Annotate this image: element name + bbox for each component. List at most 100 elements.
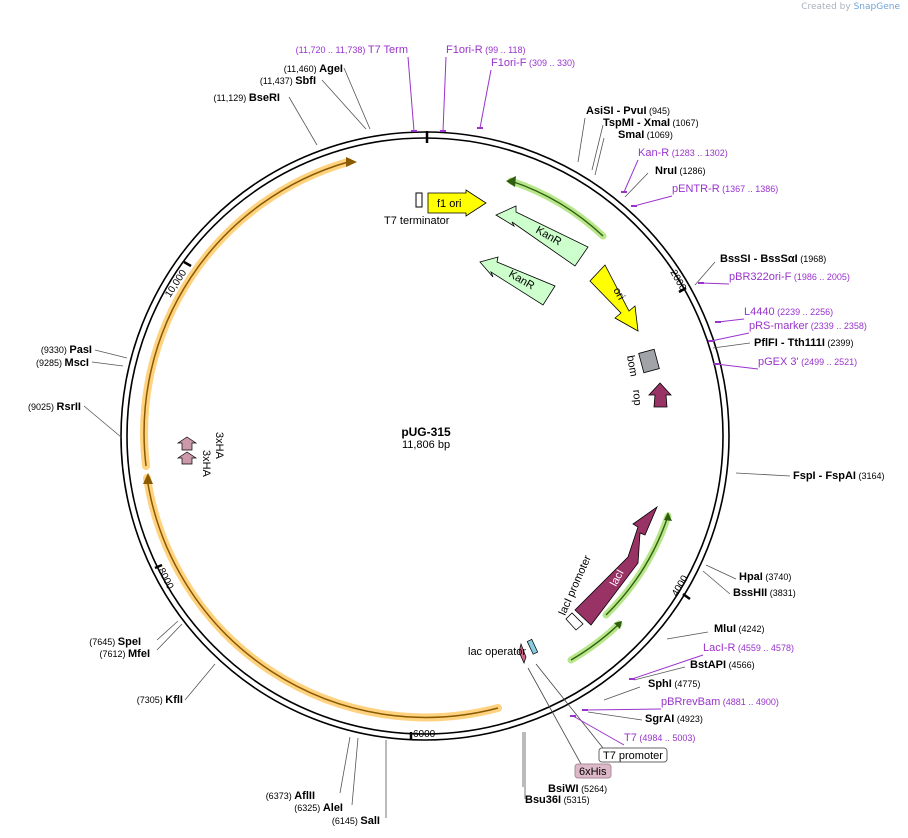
restriction-sites: AsiSI - PvuI (945)TspMI - XmaI (1067)Sma… <box>28 63 885 827</box>
site-kfli[interactable]: (7305) KflI <box>137 663 216 706</box>
site-bsu36i[interactable]: Bsu36I (5315) <box>524 732 590 806</box>
site-label: (11,437) SbfI <box>260 75 316 87</box>
snapgene-watermark: Created by SnapGene <box>801 2 900 12</box>
site-label: TspMI - XmaI (1067) <box>603 117 699 129</box>
primer-label: F1ori-F (309 .. 330) <box>491 57 575 69</box>
site-sphi[interactable]: SphI (4775) <box>603 678 700 701</box>
primer-label: pBR322ori-F (1986 .. 2005) <box>729 271 850 283</box>
feature-f1-ori[interactable]: f1 ori <box>427 189 487 217</box>
rop-label: rop <box>630 389 643 406</box>
watermark-prefix: Created by <box>801 2 851 12</box>
site-leader-line <box>594 137 605 176</box>
primer-pentr-r[interactable]: pENTR-R (1367 .. 1386) <box>631 183 778 207</box>
feature-ori[interactable]: ori <box>589 264 639 332</box>
site-aflii[interactable]: (6373) AflII <box>266 736 351 802</box>
site-sgrai[interactable]: SgrAI (4923) <box>587 711 703 725</box>
site-bsshii[interactable]: BssHII (3831) <box>702 570 796 599</box>
site-leader-line <box>705 564 737 580</box>
primer-sites: (11,720 .. 11,738) T7 Term F1ori-R (99 ..… <box>296 44 867 746</box>
site-tspmi[interactable]: TspMI - XmaI (1067) <box>591 117 699 171</box>
site-rsrii[interactable]: (9025) RsrII <box>28 401 122 438</box>
site-label: (7645) SpeI <box>89 636 141 648</box>
tick-label-8000: 8000 <box>155 566 175 591</box>
primer-prs-marker[interactable]: pRS-marker (2339 .. 2358) <box>708 320 867 342</box>
plasmid-name: pUG-315 <box>401 425 451 439</box>
primer-pbr322ori-f[interactable]: pBR322ori-F (1986 .. 2005) <box>698 271 850 285</box>
site-bsiwi[interactable]: BsiWI (5264) <box>522 732 607 795</box>
feature-t7-terminator[interactable]: T7 terminator <box>384 192 450 227</box>
site-label: (9285) MscI <box>36 357 89 369</box>
site-pflfi[interactable]: PflFI - Tth111I (2399) <box>712 337 853 349</box>
primer-pgex-3[interactable]: pGEX 3' (2499 .. 2521) <box>713 356 857 370</box>
site-label: SgrAI (4923) <box>645 713 703 725</box>
feature-rop[interactable]: rop <box>630 382 672 408</box>
site-leader-line <box>702 570 731 595</box>
site-bstapi[interactable]: BstAPI (4566) <box>633 659 755 681</box>
primer-t7-term[interactable]: (11,720 .. 11,738) T7 Term <box>296 44 417 132</box>
site-leader-line <box>633 666 686 681</box>
site-asisi[interactable]: AsiSI - PvuI (945) <box>577 105 670 163</box>
primer-leader-line <box>715 363 759 370</box>
site-leader-line <box>624 172 649 198</box>
site-label: (6373) AflII <box>266 790 315 802</box>
primer-leader-line <box>442 56 447 132</box>
site-label: SmaI (1069) <box>618 129 673 141</box>
primer-label: (11,720 .. 11,738) T7 Term <box>296 44 408 56</box>
site-label: (11,460) AgeI <box>284 63 343 75</box>
site-pasi[interactable]: (9330) PasI <box>41 344 128 359</box>
site-mfei[interactable]: (7612) MfeI <box>99 623 183 660</box>
6xhis-box[interactable]: 6xHis <box>527 667 612 779</box>
site-alei[interactable]: (6325) AleI <box>294 737 359 814</box>
site-leader-line <box>91 361 124 367</box>
site-label: (7305) KflI <box>137 694 183 706</box>
site-sbfi[interactable]: (11,437) SbfI <box>260 75 367 130</box>
primer-pbrrevbam[interactable]: pBRrevBam (4881 .. 4900) <box>582 696 779 711</box>
site-label: (6145) SalI <box>332 815 380 827</box>
site-smai[interactable]: SmaI (1069) <box>594 129 673 176</box>
site-msci[interactable]: (9285) MscI <box>36 357 124 369</box>
feature-3xha[interactable]: 3xHA 3xHA <box>176 432 225 478</box>
site-leader-line <box>694 261 716 286</box>
site-label: BstAPI (4566) <box>690 659 755 671</box>
site-leader-line <box>577 117 586 163</box>
primer-label: LacI-R (4559 .. 4578) <box>703 642 794 654</box>
orf-orange-arc <box>140 157 502 722</box>
primer-t7[interactable]: T7 (4984 .. 5003) <box>570 715 695 746</box>
site-spei[interactable]: (7645) SpeI <box>89 620 179 648</box>
site-label: BsiWI (5264) <box>548 783 607 795</box>
site-hpai[interactable]: HpaI (3740) <box>705 564 791 583</box>
t7-promoter-label: T7 promoter <box>603 750 663 762</box>
lac-operator-label: lac operator <box>468 646 526 658</box>
primer-label: pBRrevBam (4881 .. 4900) <box>661 696 779 708</box>
site-label: PflFI - Tth111I (2399) <box>754 337 853 349</box>
feature-bom[interactable]: bom <box>624 348 660 378</box>
primer-laci-r[interactable]: LacI-R (4559 .. 4578) <box>629 642 794 680</box>
feature-lac-operator[interactable]: lac operator <box>468 638 539 664</box>
t7-promoter-box[interactable]: T7 promoter <box>535 663 668 763</box>
primer-l4440[interactable]: L4440 (2239 .. 2256) <box>715 306 833 323</box>
site-leader-line <box>735 472 791 477</box>
site-bseri[interactable]: (11,129) BseRI <box>213 92 318 146</box>
site-label: (7612) MfeI <box>99 648 150 660</box>
site-leader-line <box>321 79 367 130</box>
feature-kanr-2[interactable]: KanR <box>479 256 556 306</box>
site-label: NruI (1286) <box>655 165 706 177</box>
primer-f1ori-f[interactable]: F1ori-F (309 .. 330) <box>477 57 575 129</box>
site-sali[interactable]: (6145) SalI <box>332 740 387 827</box>
site-nrui[interactable]: NruI (1286) <box>624 165 706 198</box>
site-bsssi[interactable]: BssSI - BssSαI (1968) <box>694 253 826 286</box>
site-mlui[interactable]: MluI (4242) <box>666 623 765 640</box>
site-fspi[interactable]: FspI - FspAI (3164) <box>735 470 885 482</box>
site-leader-line <box>339 736 351 794</box>
site-leader-line <box>351 737 359 806</box>
feature-laci[interactable]: lacI <box>574 505 658 626</box>
primer-f1ori-r[interactable]: F1ori-R (99 .. 118) <box>440 44 526 132</box>
primer-leader-line <box>407 56 415 132</box>
site-agei[interactable]: (11,460) AgeI <box>284 63 371 130</box>
primer-kan-r[interactable]: Kan-R (1283 .. 1302) <box>621 147 728 193</box>
primer-leader-line <box>479 69 492 129</box>
primer-leader-line <box>572 715 625 746</box>
6xhis-label: 6xHis <box>579 766 607 778</box>
primer-label: pRS-marker (2339 .. 2358) <box>749 320 867 332</box>
bom-label: bom <box>624 354 640 377</box>
